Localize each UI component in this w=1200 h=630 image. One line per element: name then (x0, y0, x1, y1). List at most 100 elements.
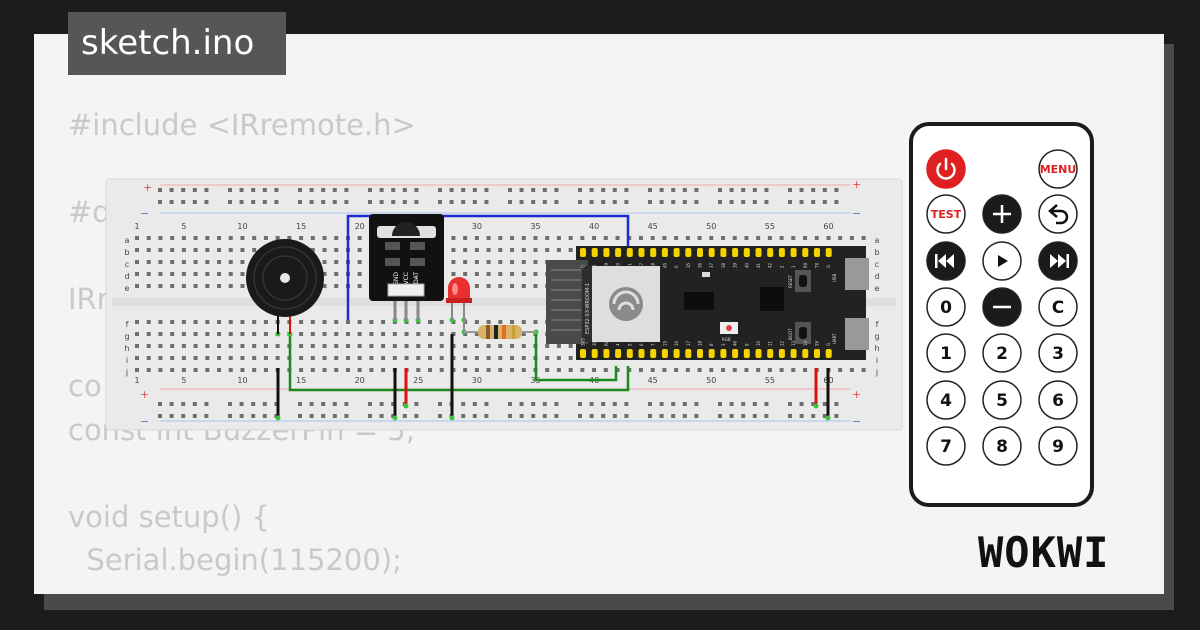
header-pin[interactable] (814, 248, 820, 257)
digit-9-button[interactable]: 9 (1038, 426, 1078, 466)
digit-3-button[interactable]: 3 (1038, 333, 1078, 373)
header-pin[interactable] (802, 248, 809, 257)
digit-4-button[interactable]: 4 (926, 380, 966, 420)
wire-blue[interactable] (346, 214, 630, 320)
header-pin[interactable] (673, 248, 680, 257)
header-pin[interactable] (650, 349, 657, 358)
header-pin[interactable] (720, 248, 727, 257)
back-button[interactable] (1038, 194, 1078, 234)
header-pin[interactable] (638, 248, 645, 257)
column-number: 60 (823, 222, 833, 231)
digit-7-button[interactable]: 7 (926, 426, 966, 466)
reset-label: RESET (788, 275, 793, 288)
header-pin[interactable] (580, 248, 586, 257)
module-label: ESP32-S3-WROOM-1 (585, 283, 591, 334)
header-pin[interactable] (802, 349, 809, 358)
header-pin[interactable] (825, 248, 832, 257)
rewind-button[interactable] (926, 241, 966, 281)
row-letter: j (125, 368, 128, 377)
header-pin[interactable] (685, 248, 692, 257)
digit-8-button-label: 8 (996, 437, 1008, 457)
rail-plus-label: + (140, 388, 149, 401)
header-pin[interactable] (732, 248, 739, 257)
header-pin[interactable] (603, 248, 610, 257)
rail-plus-label: + (852, 388, 861, 401)
header-pin[interactable] (720, 349, 727, 358)
esp32-s3-devkit[interactable]: ESP32-S3-WROOM-1 RGB RESET BOOT USB UART… (546, 246, 869, 360)
header-pin[interactable] (580, 349, 586, 358)
buzzer[interactable] (246, 239, 324, 334)
header-pin[interactable] (708, 248, 715, 257)
header-pin[interactable] (790, 248, 797, 257)
header-pin[interactable] (626, 349, 633, 358)
ir-receiver[interactable]: GND VCC DAT (369, 214, 444, 320)
test-button[interactable]: TEST (926, 194, 966, 234)
header-pin[interactable] (790, 349, 797, 358)
header-pin[interactable] (755, 248, 762, 257)
column-number: 30 (472, 376, 482, 385)
play-button[interactable] (982, 241, 1022, 281)
header-pin[interactable] (591, 248, 598, 257)
header-pin[interactable] (650, 248, 657, 257)
pin-label: 10 (756, 340, 761, 346)
forward-button[interactable] (1038, 241, 1078, 281)
digit-2-button[interactable]: 2 (982, 333, 1022, 373)
plus-button[interactable] (982, 194, 1022, 234)
pin-label: 15 (662, 340, 667, 346)
header-pin[interactable] (708, 349, 715, 358)
rail-minus-label: − (852, 207, 861, 220)
row-letter: g (874, 332, 879, 341)
pin-label: G (826, 265, 831, 268)
header-pin[interactable] (778, 349, 785, 358)
menu-button[interactable]: MENU (1038, 149, 1078, 189)
header-pin[interactable] (743, 349, 750, 358)
header-pin[interactable] (638, 349, 645, 358)
header-pin[interactable] (778, 248, 785, 257)
pin-label: G (581, 265, 586, 268)
header-pin[interactable] (685, 349, 692, 358)
pin-label: 12 (779, 340, 784, 346)
digit-3-button-label: 3 (1052, 344, 1064, 364)
row-letter: b (124, 248, 129, 257)
wire-green[interactable] (534, 334, 618, 382)
header-pin[interactable] (697, 349, 703, 358)
header-pin[interactable] (697, 248, 703, 257)
header-pin[interactable] (591, 349, 598, 358)
wire-green[interactable] (288, 334, 630, 392)
header-pin[interactable] (661, 248, 668, 257)
column-number: 55 (765, 222, 775, 231)
header-pin[interactable] (825, 349, 832, 358)
header-pin[interactable] (603, 349, 610, 358)
header-pin[interactable] (626, 248, 633, 257)
usb-port[interactable] (845, 258, 869, 290)
resistor[interactable] (464, 325, 536, 339)
pin-label: G (592, 265, 597, 268)
header-pin[interactable] (743, 248, 750, 257)
pin-label: 39 (733, 262, 738, 268)
power-button[interactable] (926, 149, 966, 189)
file-title: sketch.ino (68, 12, 286, 75)
digit-8-button[interactable]: 8 (982, 426, 1022, 466)
pin-label: 18 (698, 340, 703, 346)
digit-0-button[interactable]: 0 (926, 287, 966, 327)
header-pin[interactable] (767, 248, 774, 257)
digit-6-button[interactable]: 6 (1038, 380, 1078, 420)
header-pin[interactable] (615, 349, 622, 358)
header-pin[interactable] (755, 349, 762, 358)
header-pin[interactable] (661, 349, 668, 358)
header-pin[interactable] (673, 349, 680, 358)
header-pin[interactable] (814, 349, 820, 358)
back-arrow-icon (1048, 204, 1069, 225)
digit-1-button[interactable]: 1 (926, 333, 966, 373)
c-button[interactable]: C (1038, 287, 1078, 327)
pin-label-gnd: GND (393, 272, 400, 286)
header-pin[interactable] (615, 248, 622, 257)
digit-5-button[interactable]: 5 (982, 380, 1022, 420)
minus-button[interactable] (982, 287, 1022, 327)
led-red[interactable] (446, 277, 472, 332)
header-pin[interactable] (732, 349, 739, 358)
header-pin[interactable] (767, 349, 774, 358)
test-button-label: TEST (931, 208, 962, 221)
uart-port[interactable] (845, 318, 869, 350)
